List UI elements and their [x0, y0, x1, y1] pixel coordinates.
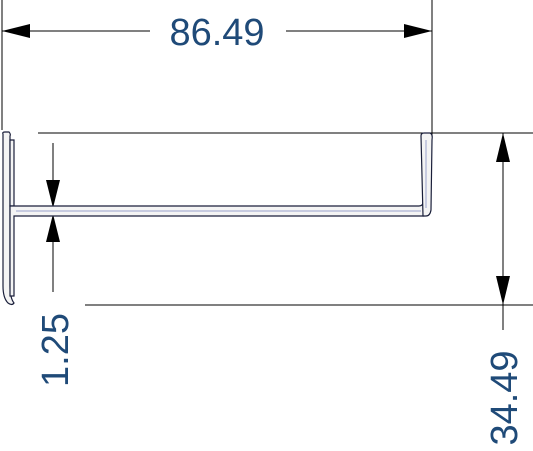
profile-cross-section: [2, 131, 433, 306]
height-arrow-bottom: [496, 276, 510, 305]
thickness-arrow-bottom: [46, 214, 60, 242]
width-arrow-left: [2, 24, 30, 38]
height-dimension-label: 34.49: [484, 350, 526, 445]
width-arrow-right: [404, 24, 432, 38]
profile-left-stub: [9, 139, 15, 207]
width-dimension-label: 86.49: [169, 12, 264, 54]
height-dimension: 34.49: [38, 132, 533, 446]
thickness-dimension-label: 1.25: [35, 313, 77, 387]
profile-right-lip: [420, 132, 433, 217]
height-arrow-top: [496, 133, 510, 162]
width-dimension: 86.49: [1, 0, 433, 136]
thickness-arrow-top: [46, 180, 60, 208]
thickness-dimension: 1.25: [35, 143, 77, 387]
